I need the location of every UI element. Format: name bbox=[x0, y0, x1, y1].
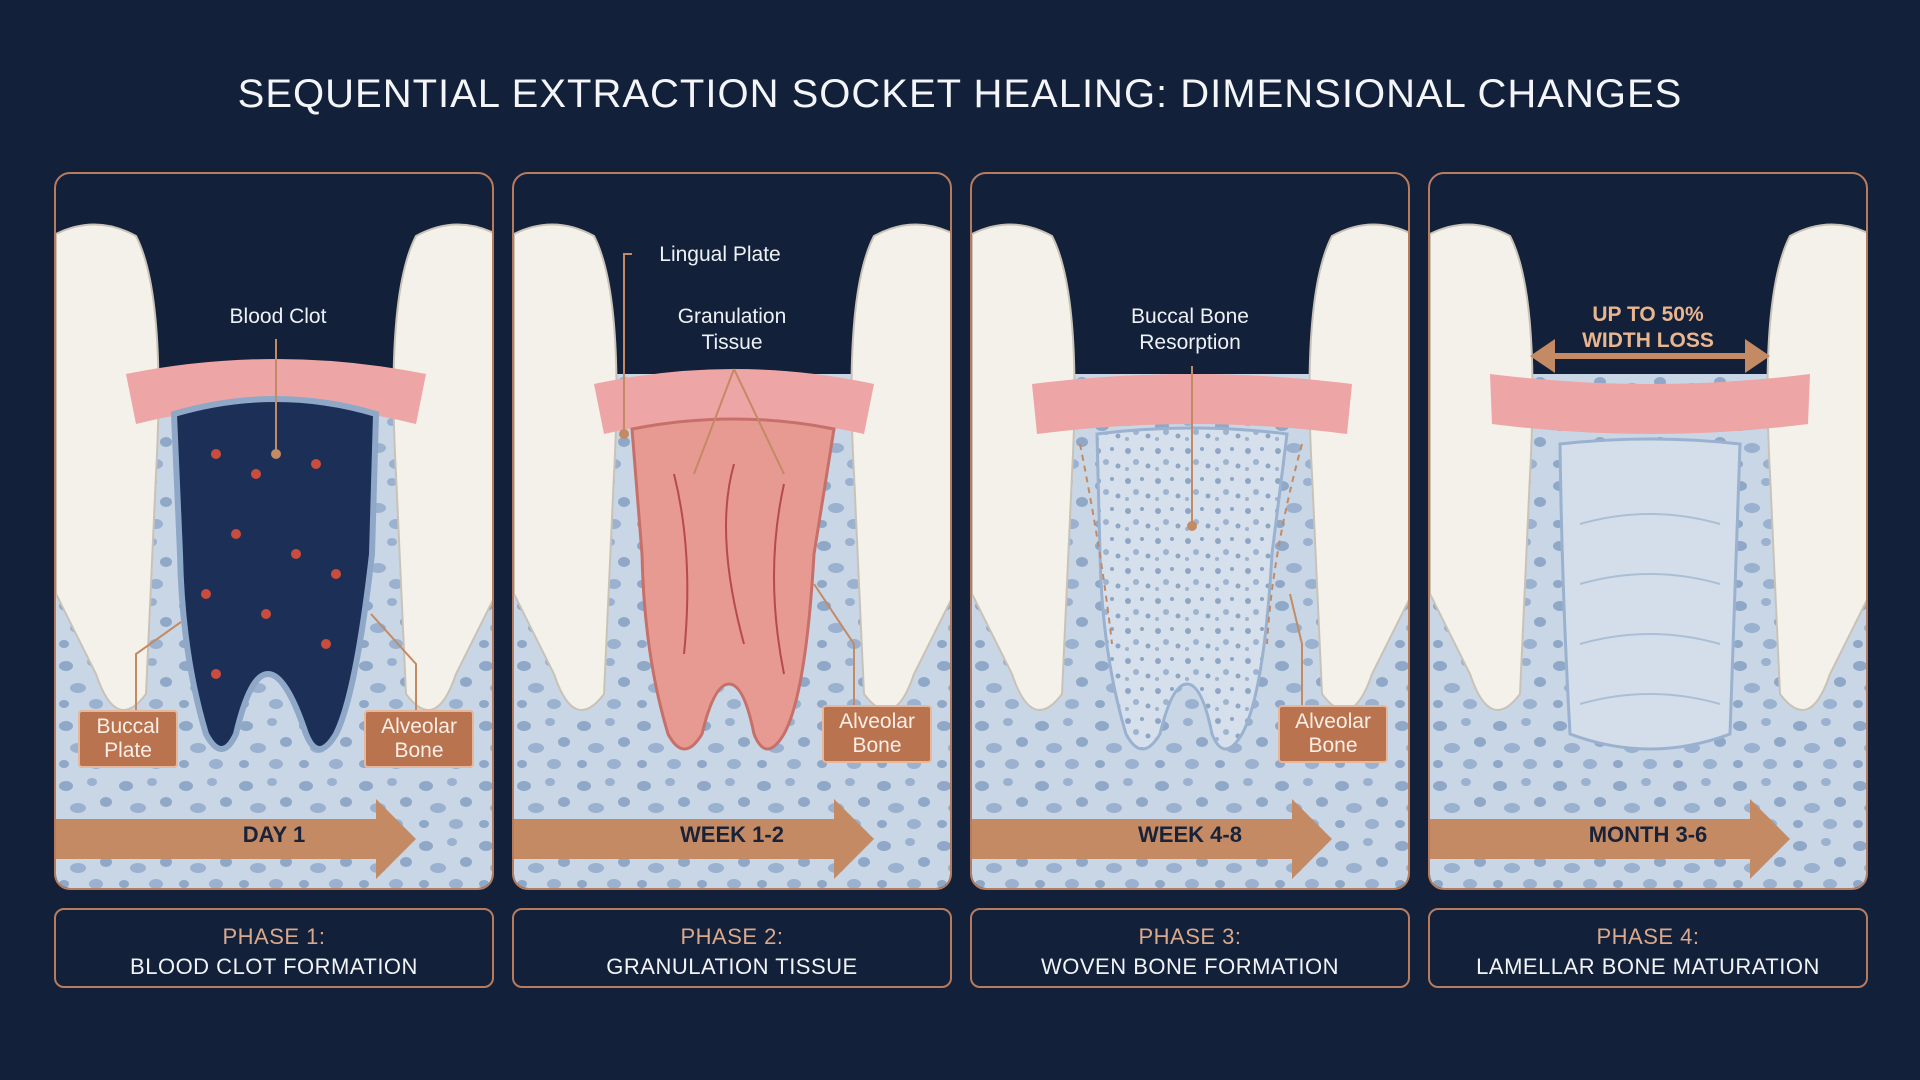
timeline-label: MONTH 3-6 bbox=[1588, 822, 1708, 847]
phase-1-caption: PHASE 1: BLOOD CLOT FORMATION bbox=[54, 908, 494, 988]
timeline-label: WEEK 4-8 bbox=[1138, 822, 1242, 847]
blood-clot bbox=[170, 396, 380, 752]
phase-name: GRANULATION TISSUE bbox=[606, 954, 858, 979]
phase-name: LAMELLAR BONE MATURATION bbox=[1476, 954, 1820, 979]
phase-name: BLOOD CLOT FORMATION bbox=[130, 954, 418, 979]
right-tooth bbox=[392, 223, 492, 711]
phase-4-illustration bbox=[1428, 172, 1868, 890]
left-tooth bbox=[56, 223, 160, 711]
width-loss-label: UP TO 50%WIDTH LOSS bbox=[1582, 303, 1714, 352]
woven-bone bbox=[1095, 426, 1289, 751]
timeline-label: DAY 1 bbox=[242, 822, 306, 847]
phase-3-illustration bbox=[970, 172, 1410, 890]
phase-number: PHASE 3: bbox=[1138, 924, 1242, 949]
blood-clot-label: Blood Clot bbox=[229, 305, 327, 328]
timeline-arrow bbox=[56, 799, 416, 879]
phase-4-caption: PHASE 4: LAMELLAR BONE MATURATION bbox=[1428, 908, 1868, 988]
timeline-label: WEEK 1-2 bbox=[680, 822, 784, 847]
lamellar-bone bbox=[1558, 437, 1742, 751]
phase-number: PHASE 1: bbox=[222, 924, 326, 949]
page-title: SEQUENTIAL EXTRACTION SOCKET HEALING: DI… bbox=[237, 72, 1683, 116]
phase-3-caption: PHASE 3: WOVEN BONE FORMATION bbox=[970, 908, 1410, 988]
lingual-plate-label: Lingual Plate bbox=[659, 243, 781, 266]
phase-number: PHASE 4: bbox=[1596, 924, 1700, 949]
phase-2-illustration bbox=[512, 172, 952, 890]
phase-number: PHASE 2: bbox=[680, 924, 784, 949]
phase-1-illustration bbox=[54, 172, 494, 890]
phase-name: WOVEN BONE FORMATION bbox=[1040, 954, 1340, 979]
phase-2-caption: PHASE 2: GRANULATION TISSUE bbox=[512, 908, 952, 988]
